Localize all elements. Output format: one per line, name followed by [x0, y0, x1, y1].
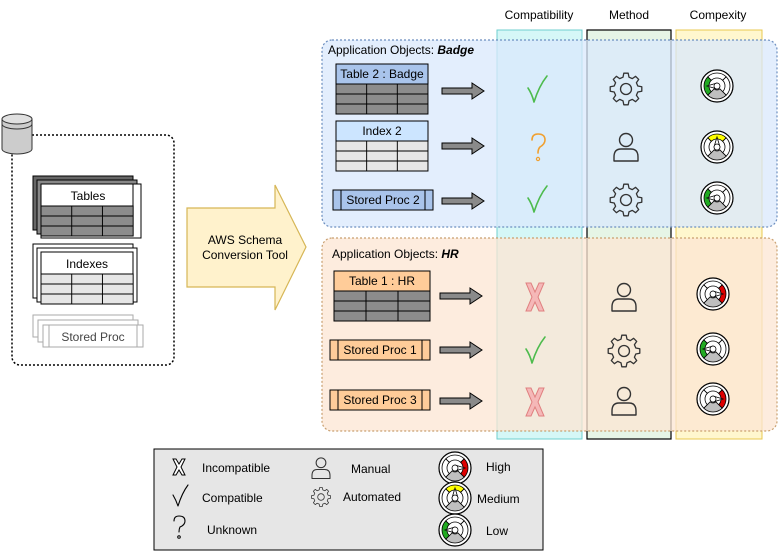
object-table2-label: Table 2 : Badge — [340, 67, 424, 81]
group-hr-title: Application Objects: HR — [332, 247, 459, 261]
legend-low-label: Low — [486, 524, 508, 538]
object-index2-label: Index 2 — [362, 124, 402, 138]
legend-gauge-medium-icon — [438, 481, 472, 515]
tool-label-line1: AWS Schema — [208, 233, 283, 247]
object-sp1-label: Stored Proc 1 — [343, 343, 417, 357]
aws-schema-conversion-tool-arrow: AWS Schema Conversion Tool — [186, 184, 307, 311]
legend-box — [153, 448, 544, 551]
legend-automated-label: Automated — [343, 490, 401, 504]
gauge-low-icon — [700, 181, 734, 215]
legend-unknown-label: Unknown — [207, 523, 257, 537]
source-tables-label: Tables — [71, 189, 106, 203]
legend-gauge-high-icon — [438, 451, 472, 485]
object-table1-hr: Table 1 : HR — [333, 270, 431, 322]
source-indexes-label: Indexes — [66, 257, 108, 271]
header-method: Method — [609, 8, 649, 22]
source-indexes-stack: Indexes — [32, 243, 138, 305]
legend-incompatible-label: Incompatible — [202, 461, 270, 475]
legend-manual-label: Manual — [351, 462, 390, 476]
gauge-low-icon — [700, 69, 734, 103]
legend-gauge-low-icon — [438, 513, 472, 547]
legend-high-label: High — [486, 460, 511, 474]
database-icon — [1, 113, 33, 155]
object-table2-badge: Table 2 : Badge — [335, 63, 429, 115]
object-stored-proc1: Stored Proc 1 — [329, 339, 431, 361]
header-complexity: Compexity — [690, 8, 747, 22]
source-stored-proc-stack: Stored Proc — [32, 314, 144, 348]
object-index2: Index 2 — [335, 120, 429, 172]
gauge-low-icon — [696, 332, 730, 366]
object-sp3-label: Stored Proc 3 — [343, 393, 417, 407]
group-badge — [321, 39, 778, 228]
legend-compatible-label: Compatible — [202, 491, 263, 505]
object-stored-proc2: Stored Proc 2 — [332, 189, 434, 211]
gauge-medium-icon — [700, 130, 734, 164]
tool-label-line2: Conversion Tool — [202, 248, 288, 262]
object-table1-label: Table 1 : HR — [349, 274, 415, 288]
source-tables-stack: Tables — [32, 175, 142, 239]
gauge-high-icon — [696, 382, 730, 416]
legend-medium-label: Medium — [477, 492, 520, 506]
header-compatibility: Compatibility — [505, 8, 574, 22]
source-stored-proc-label: Stored Proc — [61, 330, 124, 344]
group-hr — [321, 237, 778, 432]
group-badge-title: Application Objects: Badge — [328, 43, 474, 57]
object-sp2-label: Stored Proc 2 — [346, 193, 420, 207]
gauge-high-icon — [696, 277, 730, 311]
object-stored-proc3: Stored Proc 3 — [329, 389, 431, 411]
